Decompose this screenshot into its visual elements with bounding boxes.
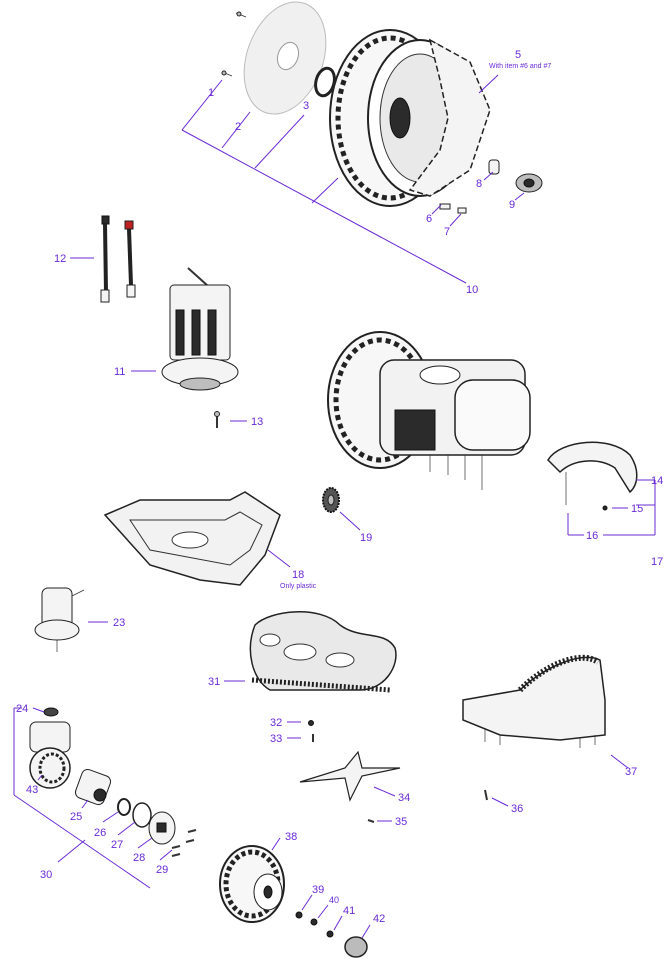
label-30: 30 (40, 869, 52, 881)
label-28: 28 (133, 852, 145, 864)
label-43: 43 (26, 784, 38, 796)
label-8: 8 (476, 178, 482, 190)
label-27: 27 (111, 839, 123, 851)
label-40: 40 (329, 895, 339, 905)
label-37: 37 (625, 766, 637, 778)
part-guard-14 (547, 441, 638, 511)
part-screw-1 (221, 70, 233, 77)
label-29: 29 (156, 864, 168, 876)
part-cap-42 (344, 936, 368, 958)
label-11: 11 (114, 366, 125, 378)
part-bearing-9 (515, 173, 543, 193)
label-23: 23 (113, 617, 125, 629)
note-18: Only plastic (280, 583, 317, 590)
part-blade-plate-31 (249, 611, 397, 693)
part-hub-cover-disk (243, 1, 327, 115)
part-motor-23 (34, 587, 85, 652)
label-16: 16 (586, 530, 598, 542)
label-25: 25 (70, 811, 82, 823)
part-shroud-37 (462, 654, 606, 748)
label-1: 1 (208, 87, 214, 99)
label-5: 5 (515, 49, 521, 61)
label-17: 17 (651, 556, 663, 568)
label-3: 3 (303, 100, 309, 112)
label-15: 15 (631, 503, 643, 515)
label-32: 32 (270, 717, 282, 729)
label-9: 9 (509, 199, 515, 211)
label-35: 35 (395, 816, 407, 828)
label-14: 14 (651, 475, 663, 487)
label-41: 41 (343, 905, 355, 917)
label-26: 26 (94, 827, 106, 839)
part-main-chassis (327, 331, 531, 490)
label-24: 24 (16, 703, 28, 715)
part-screws-35-36 (367, 789, 488, 823)
label-38: 38 (285, 831, 297, 843)
part-housing-18 (103, 491, 281, 586)
label-34: 34 (398, 792, 410, 804)
label-12: 12 (54, 253, 66, 265)
note-5: With item #6 and #7 (489, 63, 551, 70)
leader-lines (13, 74, 656, 939)
label-36: 36 (511, 803, 523, 815)
label-2: 2 (235, 121, 241, 133)
part-gear-19 (322, 487, 340, 513)
part-blade-34 (299, 750, 401, 802)
label-13: 13 (251, 416, 263, 428)
label-33: 33 (270, 733, 282, 745)
part-cables-12 (100, 215, 136, 303)
part-motor-11 (161, 267, 239, 391)
part-screws-6-7 (439, 203, 467, 214)
label-7: 7 (444, 226, 450, 238)
label-6: 6 (426, 213, 432, 225)
part-gearbox-43 (29, 707, 71, 789)
part-pin-8 (488, 159, 500, 175)
part-screw-top (235, 11, 247, 18)
part-washers-26-28 (117, 798, 176, 845)
label-19: 19 (360, 532, 372, 544)
label-39: 39 (312, 884, 324, 896)
part-hardware-39-41 (295, 911, 334, 938)
callout-labels: 1 2 3 5 With item #6 and #7 6 7 8 9 10 1… (16, 49, 663, 925)
part-spindle-25 (74, 768, 112, 806)
label-10: 10 (466, 284, 478, 296)
part-screw-13 (214, 411, 220, 428)
part-large-wheel (329, 29, 491, 207)
part-front-wheel-38 (219, 845, 285, 923)
part-screws-29 (171, 829, 197, 857)
label-31: 31 (208, 676, 220, 688)
label-42: 42 (373, 913, 385, 925)
part-hardware-32-33 (308, 720, 314, 742)
label-18: 18 (292, 569, 304, 581)
